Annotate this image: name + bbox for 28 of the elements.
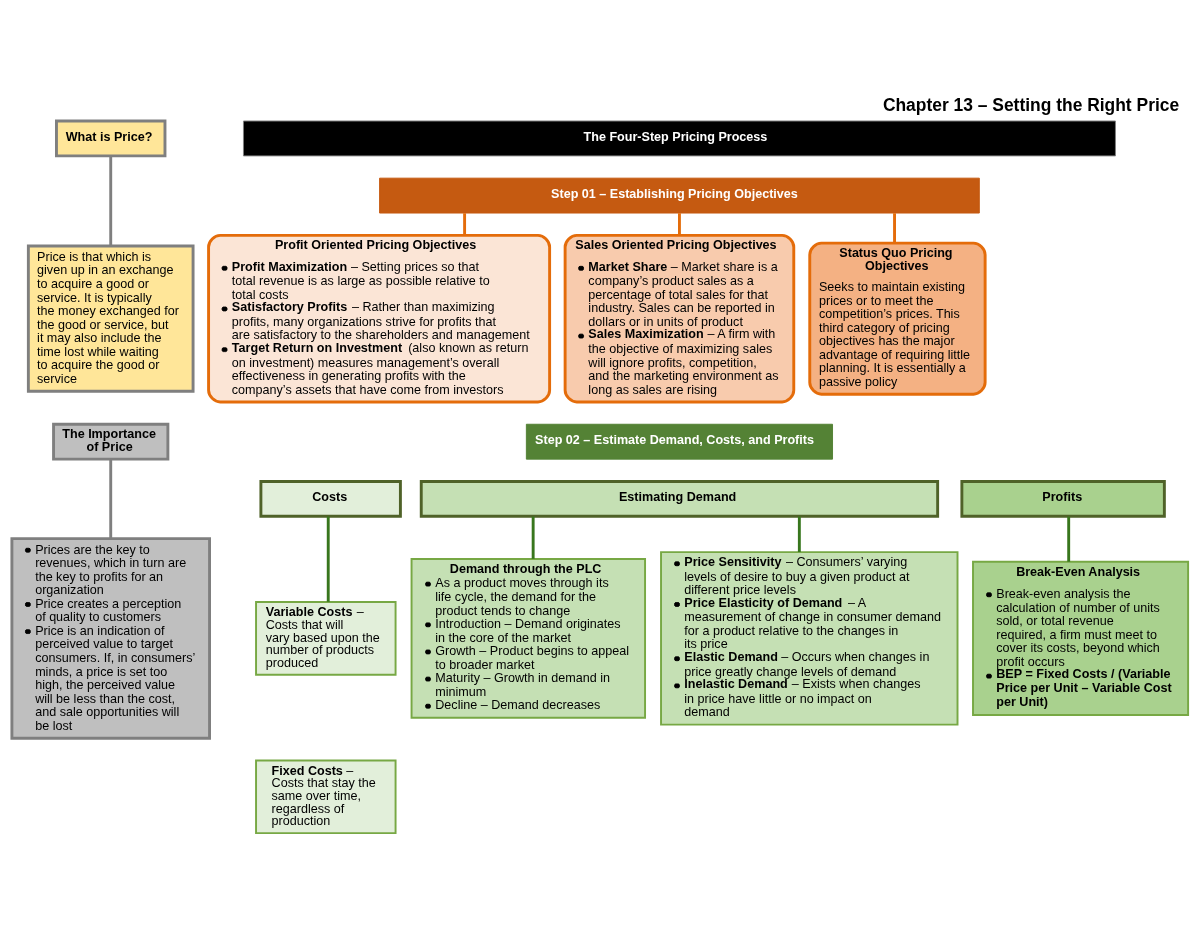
node-box: The Importance of Price [52,422,170,461]
node-box: Break-Even Analysis Break-even analysis the calculation of number of units sold, or total revenue required, a firm must meet to cover its costs, beyond which profit occurs BEP = Fixed Costs / (Variable Price per Unit – Variable Cost per Unit) [972,560,1190,716]
node-box: What is Price? [55,119,167,158]
connector [678,213,681,236]
node-box: Estimating Demand [419,479,940,518]
node-box: Profits [960,479,1166,518]
connector [531,516,535,559]
node-box: Step 02 – Estimate Demand, Costs, and Profits [525,423,833,460]
connector [109,459,113,539]
connector [1067,516,1071,562]
connector [893,213,896,243]
node-box: Variable Costs – Costs that will vary based upon the number of products produced [255,601,397,676]
connector [326,516,330,602]
node-box: Fixed Costs – Costs that stay the same over time, regardless of production [255,759,397,835]
node-box: Status Quo Pricing Objectives Seeks to maintain existing prices or to meet the competition’s prices. This third category of pricing objectives has the major advantage of requiring little planning. It is essentially a passive policy [808,241,987,396]
node-box: Sales Oriented Pricing Objectives Market Share – Market share is a company’s product sales as a percentage of total sales for that industry. Sales can be reported in dollars or in units of product Sales Maximization – A firm with the objective of maximizing sales will ignore profits, competition, and the marketing environment as long as sales are rising [563,233,796,404]
diagram-title: Chapter 13 – Setting the Right Price [882,94,1180,115]
node-box: Prices are the key to revenues, which in turn are the key to profits for an organization Price creates a perception of quality to customers Price is an indication of perceived value to target consumers. If, in consumers’ minds, a price is set too high, the perceived value will be less than the cost, and sale opportunities will be lost [10,537,211,740]
node-box: Profit Oriented Pricing Objectives Profit Maximization – Setting prices so that total revenue is as large as possible relative to total costs Satisfactory Profits – Rather than maximizing profits, many organizations strive for profits that are satisfactory to the shareholders and management Target Return on Investment (also known as return on investment) measures management’s overall effectiveness in generating profits with the company’s assets that have come from investors [207,233,552,404]
node-box: Costs [259,479,402,518]
connector [463,213,467,236]
connector [797,516,801,553]
connector [109,156,113,246]
node-box: Price Sensitivity – Consumers’ varying levels of desire to buy a given product at different price levels Price Elasticity of Demand – A measurement of change in consumer demand for a product relative to the changes in its price Elastic Demand – Occurs when changes in price greatly change levels of demand Inelastic Demand – Exists when changes in price have little or no impact on demand [660,551,959,726]
node-box: Demand through the PLC As a product moves through its life cycle, the demand for the product tends to change Introduction – Demand originates in the core of the market Growth – Product begins to appeal to broader market Maturity – Growth in demand in minimum Decline – Demand decreases [410,557,646,719]
node-box: Price is that which is given up in an exchange to acquire a good or service. It is typically the money exchanged for the good or service, but it may also include the time lost while waiting to acquire the good or service [26,244,195,393]
node-box: The Four-Step Pricing Process [242,120,1116,157]
node-box: Step 01 – Establishing Pricing Objectives [379,177,980,214]
